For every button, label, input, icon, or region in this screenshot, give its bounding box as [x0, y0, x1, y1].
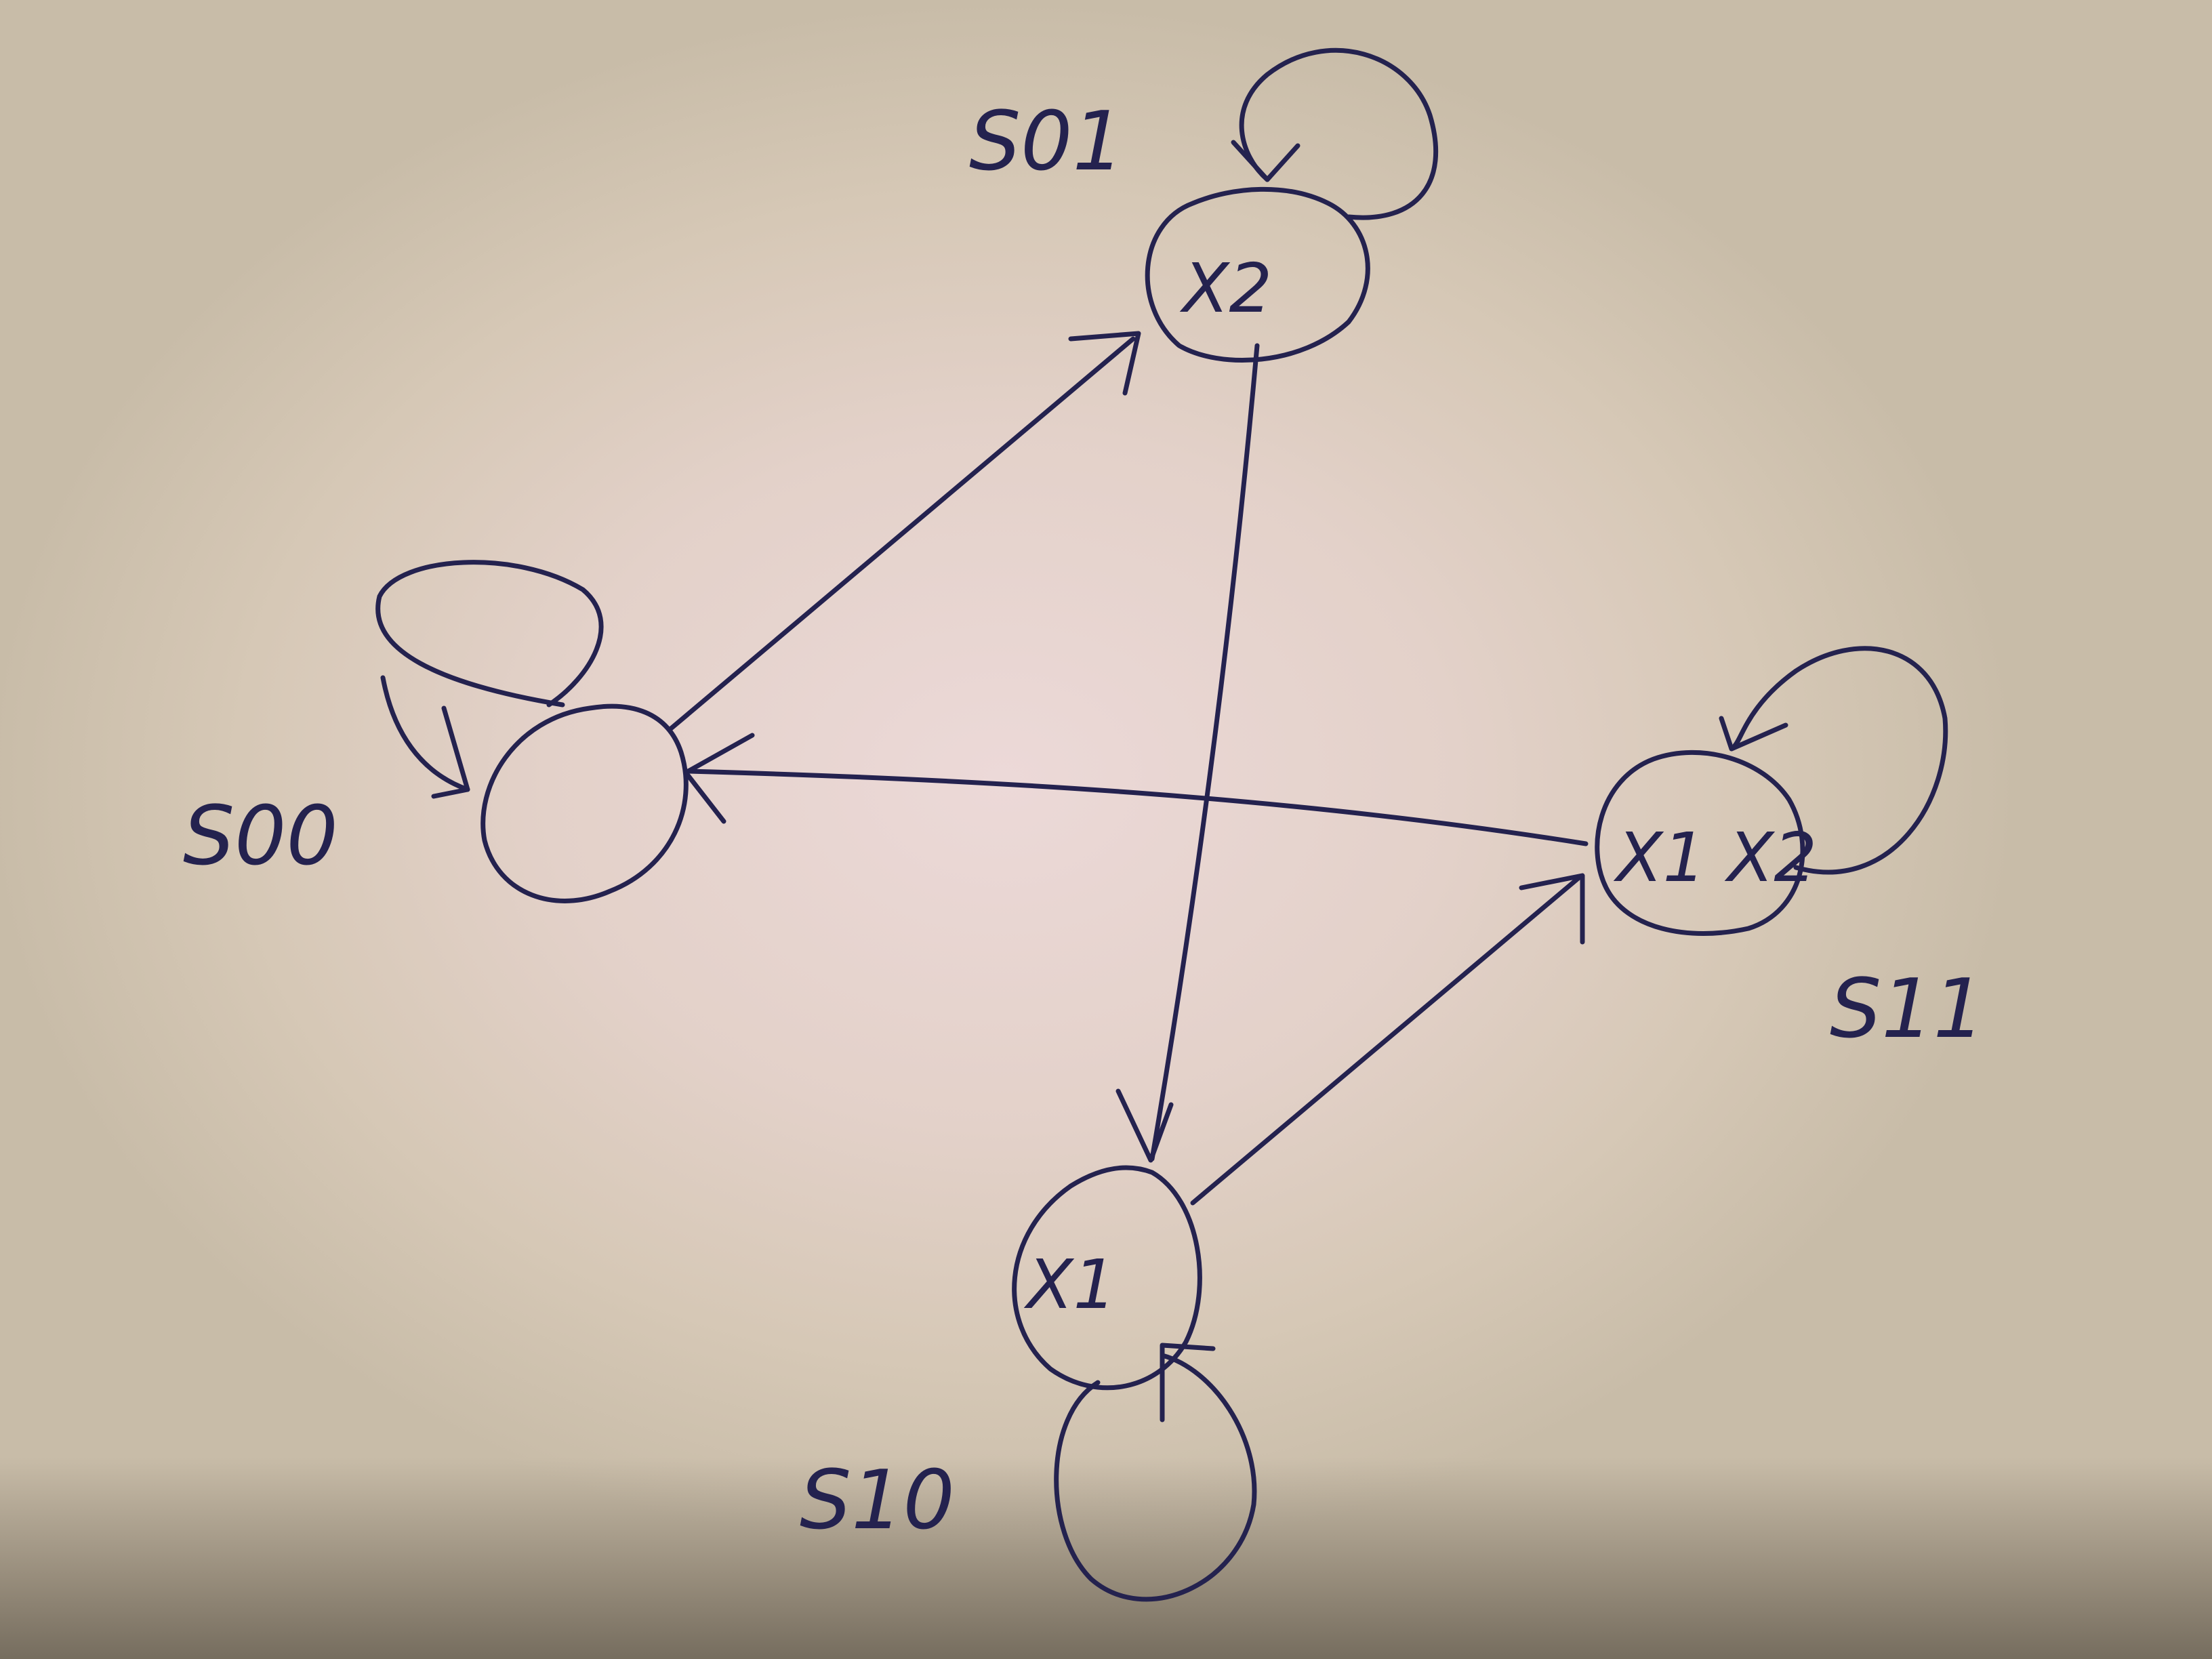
edge-s00-to-s01	[668, 336, 1136, 731]
self-loop-s10-arrowhead	[1160, 1343, 1216, 1422]
edge-s01-to-s10	[1149, 343, 1260, 1162]
state-s11-content: X1 X2	[1613, 818, 1817, 897]
state-s10-content: X1	[1023, 1245, 1116, 1324]
state-s10-circle	[1012, 1165, 1202, 1391]
state-s00-circle	[480, 703, 689, 903]
edge-s10-to-s11	[1190, 875, 1582, 1206]
state-contents: X2 X1 X1 X2	[1023, 249, 1817, 1324]
arrowhead-s00-to-s01	[1068, 331, 1141, 396]
edge-s11-to-s00	[685, 769, 1589, 846]
self-loops	[375, 47, 1948, 1602]
transition-edges	[668, 331, 1589, 1206]
state-s10-label: S10	[800, 1454, 955, 1548]
state-s11-label: S11	[1830, 962, 1985, 1057]
state-s01-label: S01	[969, 95, 1124, 189]
self-loop-s00	[375, 560, 604, 708]
arrowhead-s10-to-s11	[1519, 873, 1585, 945]
self-loop-s10	[1054, 1353, 1257, 1602]
self-loop-s11-arrowhead	[1719, 716, 1788, 752]
arrowhead-s01-to-s10	[1115, 1088, 1174, 1163]
state-s11-circle	[1595, 750, 1805, 936]
self-loop-s01	[1239, 47, 1439, 220]
self-loop-s00-hook	[380, 675, 470, 792]
state-nodes	[480, 186, 1805, 1391]
page-shadow	[0, 1457, 2212, 1659]
self-loop-s11	[1732, 646, 1948, 875]
state-s00-label: S00	[183, 790, 338, 884]
state-s01-circle	[1145, 186, 1370, 363]
state-labels: S00 S01 S10 S11	[183, 95, 1985, 1548]
arrowhead-s11-to-s00	[683, 733, 755, 824]
self-loop-s01-arrowhead	[1231, 140, 1300, 182]
state-s01-content: X2	[1179, 249, 1272, 328]
